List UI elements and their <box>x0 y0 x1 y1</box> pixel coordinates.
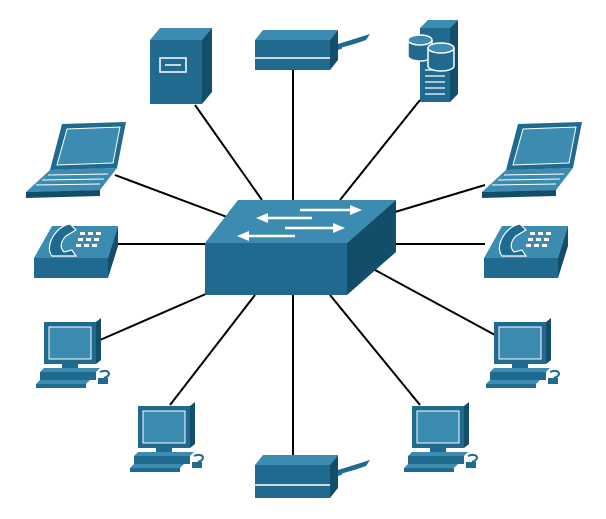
link-workstation-right-lower <box>329 294 421 406</box>
printer-icon <box>255 455 371 498</box>
workstation-icon <box>486 318 560 388</box>
printer-icon <box>255 30 371 70</box>
link-database-server <box>339 99 421 201</box>
link-workstation-right-upper <box>374 269 496 336</box>
network-links <box>99 70 496 455</box>
laptop-icon <box>26 122 126 198</box>
laptop-icon <box>482 122 582 198</box>
workstation-icon <box>404 402 478 472</box>
ip-phone-icon <box>34 223 118 278</box>
link-laptop-left <box>114 174 236 221</box>
ip-phone-icon <box>484 223 568 278</box>
database-server-icon <box>407 20 458 102</box>
link-laptop-right <box>394 184 486 213</box>
network-switch-icon <box>205 200 396 295</box>
workstation-icon <box>130 402 204 472</box>
link-workstation-left-upper <box>99 289 216 341</box>
link-workstation-left-lower <box>169 294 256 406</box>
workstation-icon <box>36 318 110 388</box>
tower-server-icon <box>150 28 212 104</box>
link-tower-server <box>194 104 263 201</box>
